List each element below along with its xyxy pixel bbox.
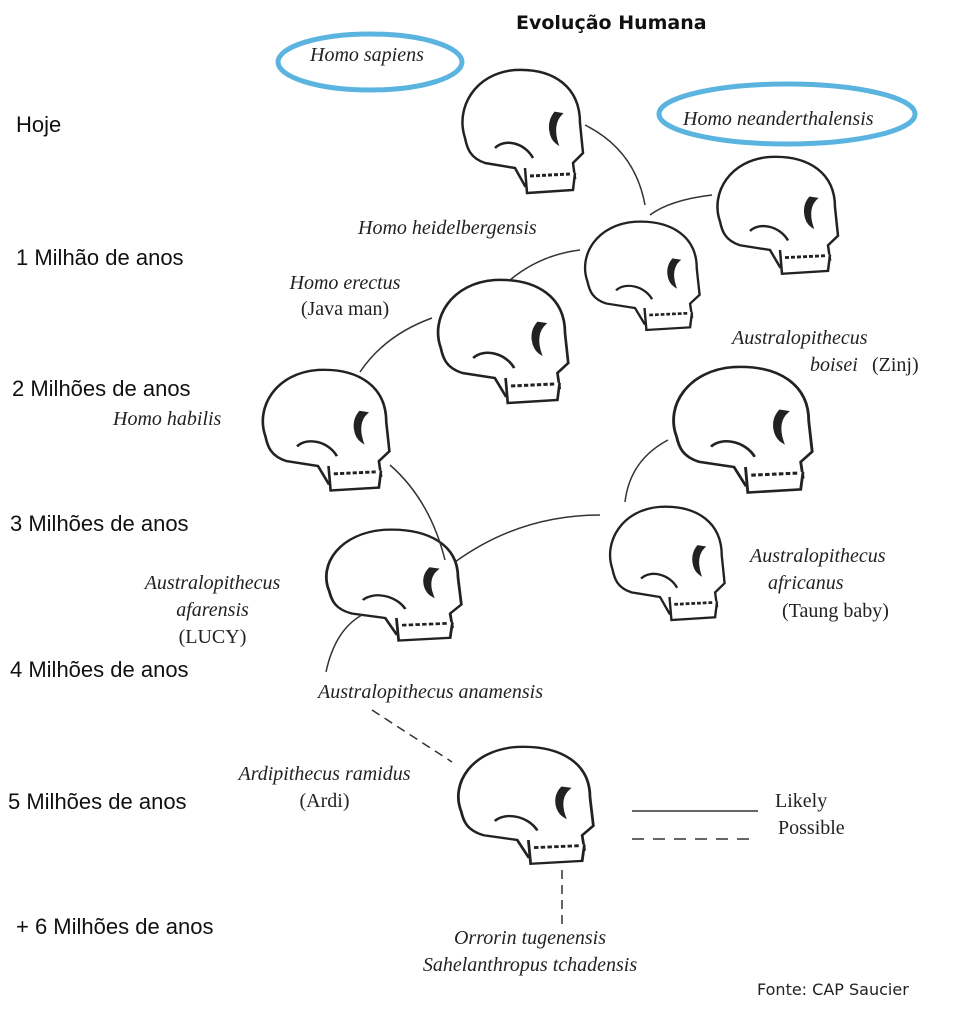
label-ramidus-note: (Ardi) bbox=[299, 790, 350, 812]
legend-likely: Likely bbox=[775, 790, 828, 812]
label-neanderthalensis: Homo neanderthalensis bbox=[683, 108, 874, 130]
label-ramidus: Ardipithecus ramidus bbox=[238, 763, 411, 785]
timeline-5mya: 5 Milhões de anos bbox=[8, 789, 187, 814]
label-heidelbergensis: Homo heidelbergensis bbox=[358, 217, 537, 239]
label-africanus-species: africanus bbox=[768, 572, 844, 594]
label-erectus: Homo erectus bbox=[289, 272, 401, 294]
label-boisei-genus: Australopithecus bbox=[732, 327, 868, 349]
page-title: Evolução Humana bbox=[516, 12, 707, 34]
timeline-1mya: 1 Milhão de anos bbox=[16, 245, 184, 270]
source-credit: Fonte: CAP Saucier bbox=[757, 980, 909, 999]
label-anamensis: Australopithecus anamensis bbox=[318, 681, 543, 703]
label-africanus-note: (Taung baby) bbox=[782, 600, 889, 622]
label-boisei-species: boisei bbox=[810, 354, 858, 376]
legend-possible: Possible bbox=[778, 817, 845, 839]
skull-habilis bbox=[261, 368, 391, 493]
skull-africanus bbox=[608, 505, 727, 622]
lineage-lines bbox=[325, 124, 713, 928]
label-sapiens: Homo sapiens bbox=[310, 44, 424, 66]
timeline-6mya: + 6 Milhões de anos bbox=[16, 914, 214, 939]
skull-sapiens bbox=[460, 68, 585, 195]
skull-boisei bbox=[671, 365, 814, 495]
label-afarensis-note: (LUCY) bbox=[178, 626, 247, 648]
label-afarensis-species: afarensis bbox=[176, 599, 249, 621]
highlight-sapiens bbox=[275, 31, 465, 93]
highlight-neanderthalensis bbox=[656, 81, 918, 147]
skull-heidelbergensis bbox=[583, 220, 702, 332]
label-africanus-genus: Australopithecus bbox=[750, 545, 886, 567]
skull-neanderthalensis bbox=[715, 155, 840, 276]
timeline-today: Hoje bbox=[16, 112, 62, 137]
label-sahelanthropus: Sahelanthropus tchadensis bbox=[422, 954, 638, 976]
timeline-4mya: 4 Milhões de anos bbox=[10, 657, 189, 682]
skull-ramidus bbox=[456, 745, 596, 866]
label-erectus-note: (Java man) bbox=[300, 298, 390, 320]
label-boisei-note: (Zinj) bbox=[872, 354, 919, 376]
timeline-2mya: 2 Milhões de anos bbox=[12, 376, 191, 401]
label-orrorin: Orrorin tugenensis bbox=[453, 927, 607, 949]
label-habilis: Homo habilis bbox=[113, 408, 222, 430]
timeline-3mya: 3 Milhões de anos bbox=[10, 511, 189, 536]
skull-erectus bbox=[436, 278, 570, 405]
label-afarensis-genus: Australopithecus bbox=[144, 572, 281, 594]
